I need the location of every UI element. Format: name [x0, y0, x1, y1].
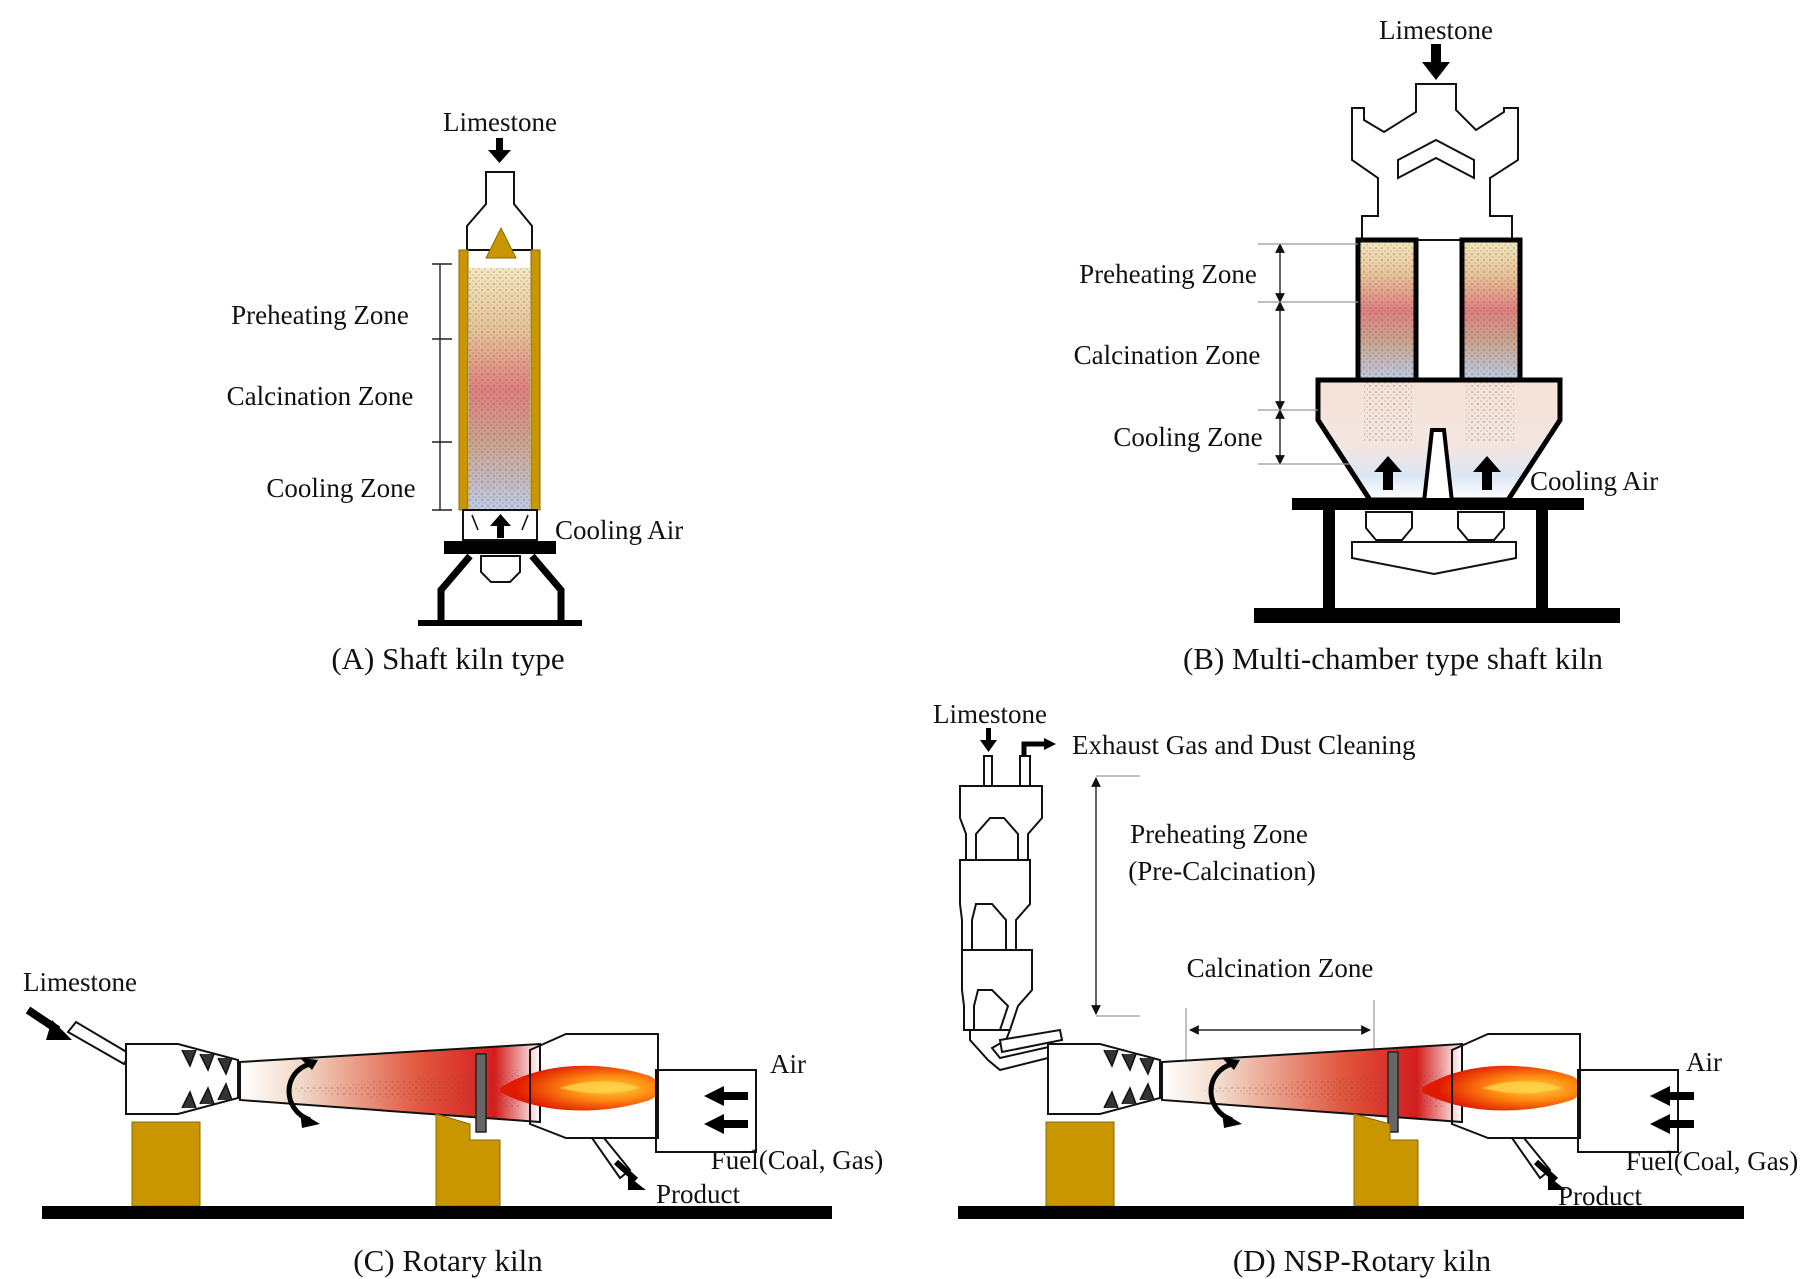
down-arrow-icon: [488, 138, 511, 163]
feed-housing: [1047, 1043, 1161, 1115]
firing-hood: [1451, 1033, 1581, 1139]
fuel-label: Fuel(Coal, Gas): [711, 1145, 883, 1175]
pre-calcination-label: (Pre-Calcination): [1128, 856, 1315, 886]
limestone-label: Limestone: [1379, 15, 1493, 45]
right-refractory-wall: [530, 249, 541, 511]
cooling-air-label: Cooling Air: [555, 515, 683, 545]
support-beam: [444, 541, 556, 554]
distributor-cone: [485, 226, 517, 259]
air-arrow-icon: [1650, 1086, 1694, 1134]
calcination-zone-label: Calcination Zone: [227, 381, 414, 411]
air-label: Air: [770, 1049, 806, 1079]
panel-c-caption: (C) Rotary kiln: [353, 1243, 543, 1278]
pier-left: [131, 1121, 201, 1207]
calcination-zone-label: Calcination Zone: [1074, 340, 1261, 370]
down-arrow-icon: [980, 728, 997, 752]
pier-left: [1045, 1121, 1115, 1207]
panel-b-caption: (B) Multi-chamber type shaft kiln: [1183, 641, 1604, 676]
product-label: Product: [656, 1179, 740, 1209]
fuel-label: Fuel(Coal, Gas): [1626, 1146, 1798, 1176]
panel-a-caption: (A) Shaft kiln type: [331, 641, 564, 676]
panel-d-caption: (D) NSP-Rotary kiln: [1233, 1243, 1492, 1278]
limestone-label: Limestone: [23, 967, 137, 997]
zone-dimension-lines: [1258, 243, 1358, 465]
panel-a-shaft-kiln: Limestone Preheating Zo: [227, 107, 684, 676]
air-label: Air: [1686, 1047, 1722, 1077]
up-arrow-icon: [1473, 456, 1501, 490]
calcination-zone-label: Calcination Zone: [1187, 953, 1374, 983]
pier-middle: [1353, 1113, 1419, 1207]
ground-line: [958, 1206, 1744, 1219]
limestone-label: Limestone: [443, 107, 557, 137]
cooling-zone-label: Cooling Zone: [266, 473, 415, 503]
feed-chute: [66, 1020, 132, 1066]
panel-c-rotary-kiln: Limestone: [23, 967, 883, 1278]
top-distributor: [1351, 83, 1519, 241]
limestone-label: Limestone: [933, 699, 1047, 729]
up-arrow-icon: [490, 514, 511, 538]
zone-dimension-lines: [432, 263, 452, 511]
product-label: Product: [1558, 1181, 1642, 1211]
up-arrow-icon: [1374, 456, 1402, 490]
firing-hood: [529, 1033, 659, 1139]
air-arrow-icon: [704, 1086, 748, 1134]
cooling-air-label: Cooling Air: [1530, 466, 1658, 496]
product-arrow-icon: [613, 1159, 646, 1190]
feed-housing: [125, 1043, 239, 1115]
feed-arrow-icon: [25, 1006, 72, 1040]
preheating-zone-label: Preheating Zone: [231, 300, 409, 330]
preheating-zone-label: Preheating Zone: [1130, 819, 1308, 849]
down-arrow-icon: [1422, 44, 1450, 80]
preheating-zone-label: Preheating Zone: [1079, 259, 1257, 289]
suspension-preheater: [959, 755, 1066, 1072]
burner-pipe: [655, 1069, 757, 1153]
exhaust-gas-label: Exhaust Gas and Dust Cleaning: [1072, 730, 1415, 760]
exhaust-arrow-icon: [1021, 738, 1056, 758]
cooling-zone-label: Cooling Zone: [1113, 422, 1262, 452]
base-plate: [1254, 608, 1620, 623]
product-arrow-icon: [1533, 1159, 1566, 1190]
zone-dimension-lines: [1091, 775, 1375, 1060]
pier-middle: [435, 1113, 501, 1207]
kiln-table: [1292, 498, 1584, 510]
left-refractory-wall: [458, 249, 469, 511]
base-plate: [418, 620, 582, 626]
panel-b-multi-chamber-kiln: Limestone: [1074, 15, 1659, 676]
ground-line: [42, 1206, 832, 1219]
burner-pipe: [1577, 1069, 1679, 1153]
panel-d-nsp-rotary-kiln: Limestone Exhaust Gas and Dust Cleaning: [933, 699, 1798, 1278]
